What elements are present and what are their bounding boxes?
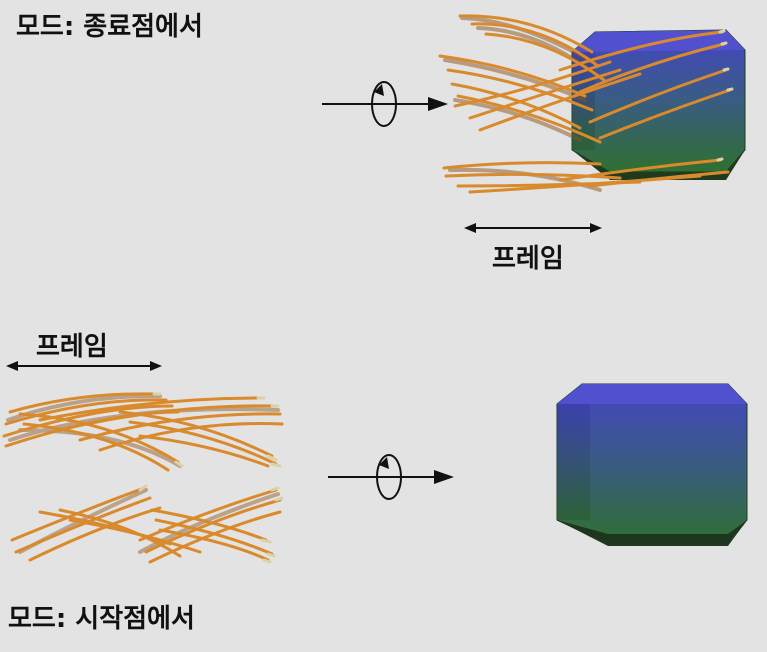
bottom-process-arrow <box>328 470 454 484</box>
bottom-fiber-bundle-upper <box>2 392 284 472</box>
frame-label-bottom: 프레임 <box>36 332 108 362</box>
bottom-fiber-bundle-lower <box>10 484 284 564</box>
frame-label-top: 프레임 <box>492 244 564 274</box>
bottom-frame-range-arrow <box>6 361 162 371</box>
top-box <box>571 29 746 180</box>
mode-start-label: 모드: 시작점에서 <box>8 604 195 634</box>
top-fiber-bundle <box>438 14 734 194</box>
bottom-box <box>556 383 748 546</box>
mode-end-label: 모드: 종료점에서 <box>16 12 203 42</box>
rotation-arrow-icon <box>371 81 397 127</box>
rotation-arrow-icon <box>376 454 402 500</box>
top-process-arrow <box>322 97 448 111</box>
top-frame-range-arrow <box>464 223 602 233</box>
